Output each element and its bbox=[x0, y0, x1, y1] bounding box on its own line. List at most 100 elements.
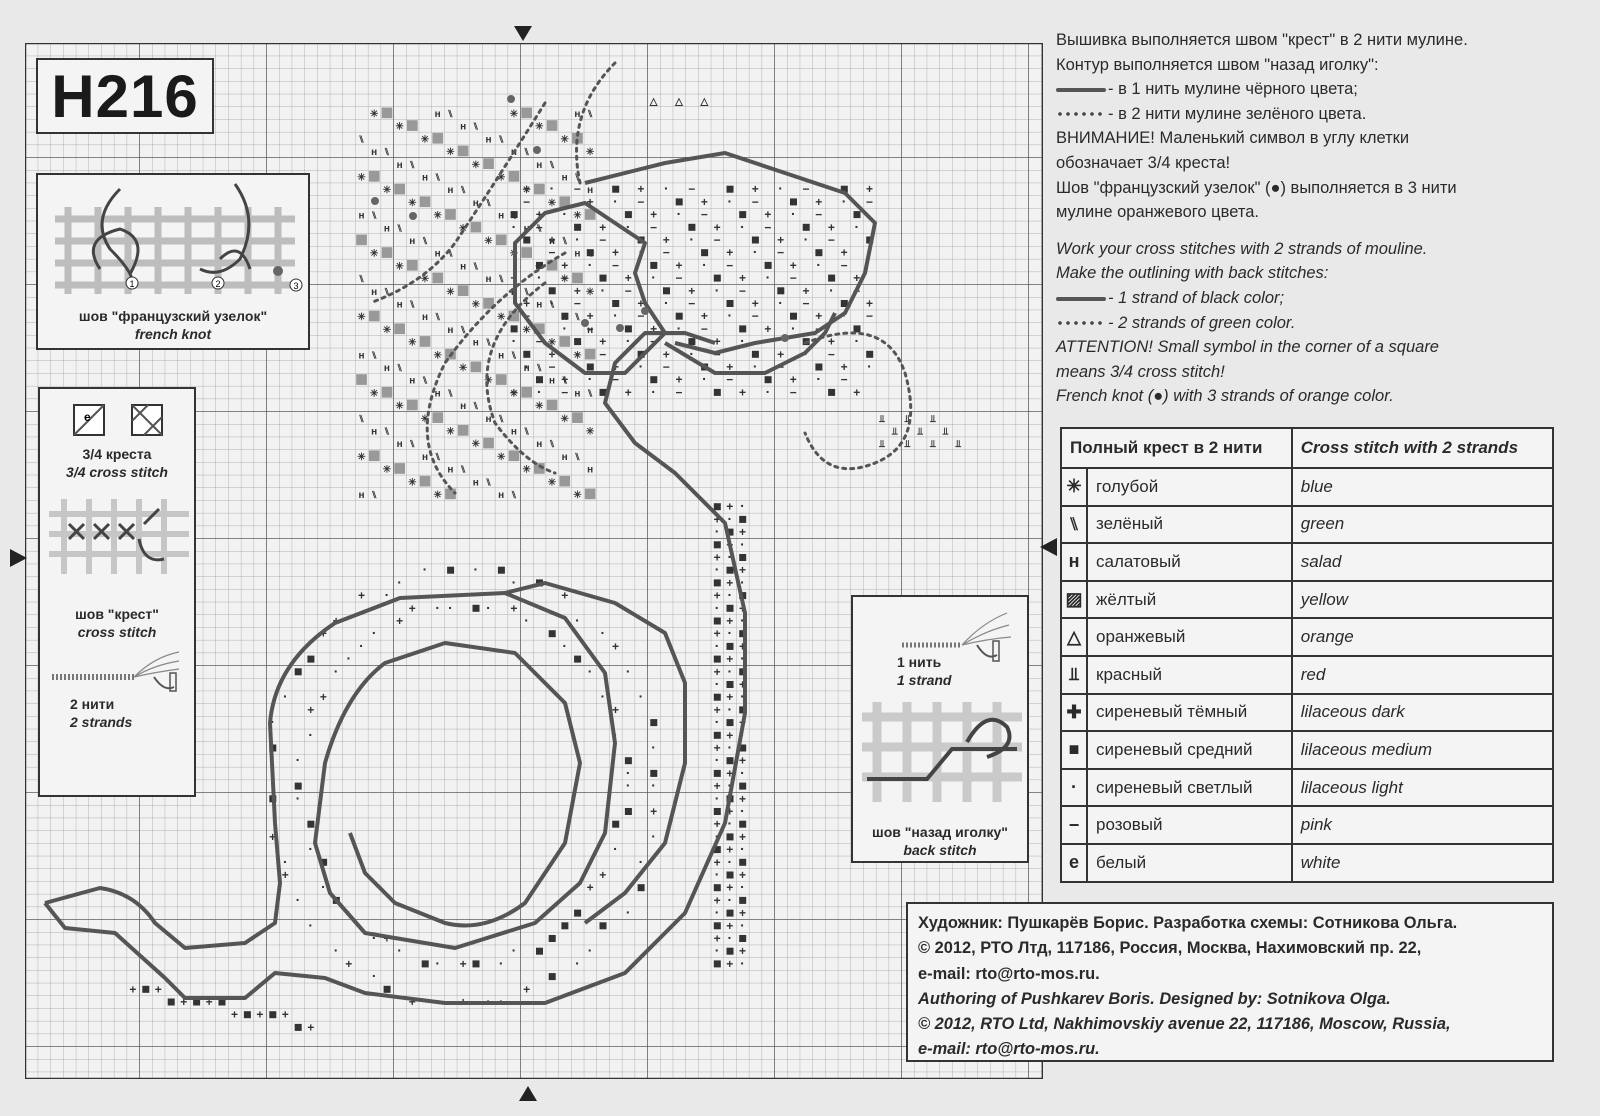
stitch-symbol: ⑊ bbox=[587, 388, 593, 399]
stitch-symbol: − bbox=[587, 322, 594, 336]
stitch-symbol: ✳ bbox=[484, 376, 493, 387]
stitch-symbol: ✳ bbox=[421, 274, 430, 285]
stitch-symbol: · bbox=[600, 688, 605, 704]
stitch-medium bbox=[612, 185, 620, 193]
legend-color-en: orange bbox=[1290, 617, 1555, 657]
stitch-symbol: + bbox=[714, 627, 721, 641]
stitch-symbol: ⫫ bbox=[879, 439, 886, 450]
stitch-symbol: + bbox=[599, 335, 606, 349]
legend-color-en: pink bbox=[1290, 805, 1555, 845]
stitch-symbol: + bbox=[523, 297, 530, 311]
stitch-medium bbox=[688, 223, 696, 231]
stitch-symbol: + bbox=[815, 195, 822, 209]
stitch-symbol: − bbox=[574, 297, 581, 311]
stitch-symbol: · bbox=[651, 777, 656, 793]
stitch-symbol: · bbox=[562, 206, 567, 222]
stitch-symbol: · bbox=[296, 790, 301, 806]
stitch-symbol: + bbox=[307, 703, 314, 717]
instr-en-5: ATTENTION! Small symbol in the corner of… bbox=[1056, 338, 1439, 357]
stitch-medium bbox=[726, 681, 734, 688]
legend-symbol-icon: − bbox=[1060, 805, 1088, 845]
stitch-medium bbox=[726, 947, 734, 955]
stitch-medium bbox=[294, 782, 302, 790]
stitch-medium bbox=[739, 858, 747, 866]
stitch-symbol: + bbox=[739, 271, 746, 285]
stitch-symbol: н bbox=[447, 185, 453, 196]
legend-header-ru: Полный крест в 2 нити bbox=[1060, 427, 1293, 469]
stitch-symbol: ✳ bbox=[383, 185, 392, 196]
three-quarter-ru: 3/4 креста bbox=[82, 446, 152, 462]
stitch-symbol: ✳ bbox=[510, 388, 519, 399]
stitch-symbol: · bbox=[740, 650, 745, 666]
instr-ru-8: мулине оранжевого цвета. bbox=[1056, 203, 1259, 222]
stitch-yellow bbox=[534, 183, 545, 195]
stitch-symbol: + bbox=[675, 373, 682, 387]
stitch-symbol: + bbox=[726, 881, 733, 895]
stitch-symbol: ⑊ bbox=[384, 147, 390, 158]
cross-stitch-en: cross stitch bbox=[77, 624, 157, 640]
three-quarter-en: 3/4 cross stitch bbox=[66, 464, 168, 480]
stitch-symbol: · bbox=[740, 612, 745, 628]
french-knot bbox=[507, 95, 515, 103]
stitch-symbol: + bbox=[282, 1008, 289, 1022]
stitch-symbol: + bbox=[180, 995, 187, 1009]
stitch-symbol: ⑊ bbox=[460, 465, 466, 476]
stitch-symbol: ⑊ bbox=[536, 223, 542, 234]
stitch-symbol: ⑊ bbox=[371, 350, 377, 361]
stitch-yellow bbox=[368, 171, 380, 182]
stitch-symbol: − bbox=[561, 271, 568, 285]
stitch-medium bbox=[536, 376, 543, 384]
stitch-medium bbox=[574, 909, 582, 917]
stitch-symbol: · bbox=[524, 612, 529, 628]
stitch-symbol: ✳ bbox=[446, 427, 455, 438]
stitch-symbol: ✳ bbox=[395, 122, 404, 133]
stitch-symbol: · bbox=[727, 777, 732, 793]
stitch-symbol: н bbox=[587, 325, 593, 336]
stitch-medium bbox=[472, 960, 480, 968]
stitch-medium bbox=[726, 833, 734, 841]
stitch-medium bbox=[294, 1023, 302, 1031]
stitch-symbol: · bbox=[397, 942, 402, 958]
stitch-medium bbox=[713, 846, 721, 854]
stitch-symbol: + bbox=[701, 309, 708, 323]
stitch-symbol: + bbox=[739, 525, 746, 539]
stitch-symbol: ✳ bbox=[548, 198, 557, 209]
stitch-symbol: ✳ bbox=[548, 338, 557, 349]
pattern-code: H216 bbox=[36, 58, 214, 134]
stitch-symbol: − bbox=[536, 220, 543, 234]
stitch-yellow bbox=[356, 374, 367, 385]
backstitch-outline bbox=[43, 151, 877, 1005]
stitch-yellow bbox=[572, 132, 583, 144]
stitch-symbol: · bbox=[753, 244, 758, 260]
stitch-yellow bbox=[419, 475, 431, 487]
stitch-yellow bbox=[559, 196, 571, 208]
stitch-symbol: · bbox=[715, 523, 720, 539]
stitch-yellow bbox=[483, 437, 494, 449]
stitch-symbol: + bbox=[256, 1008, 263, 1022]
stitch-medium bbox=[726, 719, 734, 727]
stitch-symbol: + bbox=[599, 868, 606, 882]
stitch-yellow bbox=[521, 386, 532, 398]
instr-en-1: Work your cross stitches with 2 strands … bbox=[1056, 239, 1428, 258]
stitch-symbol: н bbox=[409, 376, 415, 387]
stitch-symbol: − bbox=[523, 195, 530, 209]
stitch-symbol: + bbox=[612, 703, 619, 717]
stitch-symbol: + bbox=[752, 182, 759, 196]
stitch-symbol: + bbox=[726, 919, 733, 933]
stitch-medium bbox=[523, 236, 531, 244]
stitch-symbol: + bbox=[663, 233, 670, 247]
stitch-symbol: ✳ bbox=[370, 109, 379, 120]
stitch-symbol: − bbox=[612, 373, 619, 387]
stitch-symbol: н bbox=[562, 173, 568, 184]
stitch-symbol: · bbox=[308, 917, 313, 933]
stitch-symbol: + bbox=[701, 195, 708, 209]
stitch-medium bbox=[599, 922, 607, 930]
stitch-symbol: − bbox=[637, 309, 644, 323]
credits-line-3: e-mail: rto@rto-mos.ru. bbox=[918, 964, 1100, 983]
stitch-symbol: · bbox=[283, 853, 288, 869]
stitch-symbol: · bbox=[727, 701, 732, 717]
stitch-symbol: н bbox=[460, 261, 466, 272]
stitch-symbol: + bbox=[739, 906, 746, 920]
stitch-symbol: ✳ bbox=[446, 287, 455, 298]
